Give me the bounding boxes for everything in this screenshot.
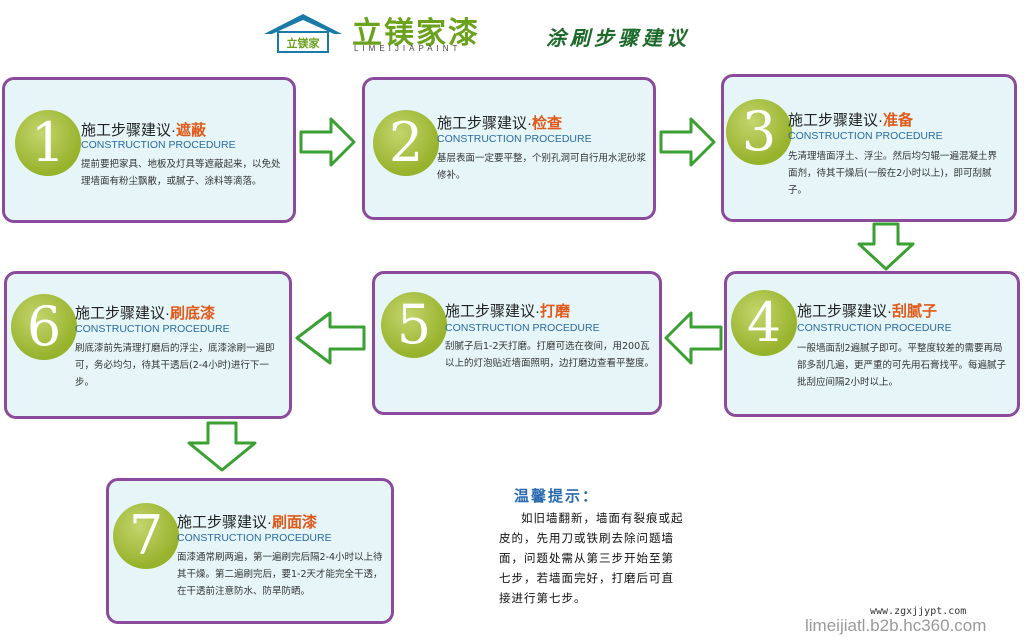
step-card-2: 2 施工步骤建议·检查 CONSTRUCTION PROCEDURE 基层表面一… <box>362 77 656 220</box>
step-card-5: 5 施工步骤建议·打磨 CONSTRUCTION PROCEDURE 刮腻子后1… <box>372 271 662 415</box>
step-subtitle-3: CONSTRUCTION PROCEDURE <box>788 130 943 142</box>
tips-title: 温馨提示： <box>514 487 600 505</box>
step-title-2: 施工步骤建议·检查 <box>437 112 562 133</box>
step-number-6: 6 <box>11 294 77 360</box>
step-title-1: 施工步骤建议·遮蔽 <box>81 119 206 140</box>
brand-name-en: LIMEIJIAPAINT <box>354 44 462 53</box>
step-title-3: 施工步骤建议·准备 <box>788 109 913 130</box>
step-title-6: 施工步骤建议·刷底漆 <box>75 302 215 323</box>
step-subtitle-6: CONSTRUCTION PROCEDURE <box>75 323 230 335</box>
step-title-highlight: 遮蔽 <box>176 122 207 139</box>
step-subtitle-4: CONSTRUCTION PROCEDURE <box>797 322 952 334</box>
step-title-prefix: 施工步骤建议· <box>177 514 272 531</box>
step-title-5: 施工步骤建议·打磨 <box>445 300 570 321</box>
site-url: www.zgxjjypt.com <box>870 606 967 617</box>
step-title-highlight: 打磨 <box>540 303 571 320</box>
step-title-prefix: 施工步骤建议· <box>81 122 176 139</box>
step-title-highlight: 刮腻子 <box>892 303 938 320</box>
step-title-highlight: 准备 <box>883 112 914 129</box>
step-body-7: 面漆通常刷两遍，第一遍刷完后隔2-4小时以上待其干燥。第二遍刷完后，要1-2天才… <box>177 552 383 597</box>
step-card-4: 4 施工步骤建议·刮腻子 CONSTRUCTION PROCEDURE 一般墙面… <box>724 271 1020 417</box>
step-body-6: 刷底漆前先清理打磨后的浮尘，底漆涂刷一遍即可，务必均匀，待其干透后(2-4小时)… <box>75 343 275 388</box>
brand-name: 立镁家漆 <box>352 16 480 51</box>
step-subtitle-7: CONSTRUCTION PROCEDURE <box>177 532 332 544</box>
step-subtitle-1: CONSTRUCTION PROCEDURE <box>81 139 236 151</box>
arrow-right-icon <box>299 117 356 167</box>
step-title-highlight: 刷面漆 <box>272 514 318 531</box>
house-logo-icon: 立镁家 <box>264 14 342 53</box>
step-title-prefix: 施工步骤建议· <box>445 303 540 320</box>
step-number-7: 7 <box>113 503 179 569</box>
step-body-1: 提前要把家具、地板及灯具等遮蔽起来，以免处理墙面有粉尘飘散，或腻子、涂料等滴落。 <box>81 159 281 187</box>
step-title-prefix: 施工步骤建议· <box>75 305 170 322</box>
step-body-5: 刮腻子后1-2天打磨。打磨可选在夜间，用200瓦以上的灯泡贴近墙面照明，边打磨边… <box>445 341 655 369</box>
tips-body-text: 如旧墙翻新，墙面有裂痕或起皮的，先用刀或铁刷去除问题墙面，问题处需从第三步开始至… <box>499 511 684 605</box>
step-number-4: 4 <box>731 290 797 356</box>
logo-mark: 立镁家 <box>287 36 321 50</box>
step-number-5: 5 <box>381 292 447 358</box>
step-number-3: 3 <box>726 99 792 165</box>
step-number-1: 1 <box>15 110 81 176</box>
step-body-3: 先清理墙面浮土、浮尘。然后均匀辊一遍混凝土界面剂，待其干燥后(一般在2小时以上)… <box>788 151 998 196</box>
tips-body: 如旧墙翻新，墙面有裂痕或起皮的，先用刀或铁刷去除问题墙面，问题处需从第三步开始至… <box>499 508 685 608</box>
step-body-4: 一般墙面刮2遍腻子即可。平整度较差的需要再局部多刮几遍，更严重的可先用石膏找平。… <box>797 343 1007 388</box>
watermark: limeijiatl.b2b.hc360.com <box>805 616 987 635</box>
step-body-2: 基层表面一定要平整，个别孔洞可自行用水泥砂浆修补。 <box>437 153 647 181</box>
step-title-prefix: 施工步骤建议· <box>437 115 532 132</box>
step-title-4: 施工步骤建议·刮腻子 <box>797 300 937 321</box>
header: 立镁家 立镁家漆 LIMEIJIAPAINT 涂刷步骤建议 <box>262 8 732 58</box>
step-subtitle-5: CONSTRUCTION PROCEDURE <box>445 322 600 334</box>
step-title-7: 施工步骤建议·刷面漆 <box>177 511 317 532</box>
step-title-highlight: 刷底漆 <box>170 305 216 322</box>
step-number-2: 2 <box>373 110 439 176</box>
step-title-prefix: 施工步骤建议· <box>797 303 892 320</box>
step-card-7: 7 施工步骤建议·刷面漆 CONSTRUCTION PROCEDURE 面漆通常… <box>106 478 394 624</box>
arrow-right-icon <box>659 117 716 167</box>
arrow-down-icon <box>187 421 257 472</box>
page-title: 涂刷步骤建议 <box>546 26 690 50</box>
step-card-6: 6 施工步骤建议·刷底漆 CONSTRUCTION PROCEDURE 刷底漆前… <box>4 271 292 419</box>
arrow-left-icon <box>295 311 366 365</box>
arrow-down-icon <box>857 222 915 271</box>
step-card-3: 3 施工步骤建议·准备 CONSTRUCTION PROCEDURE 先清理墙面… <box>721 74 1017 222</box>
step-title-prefix: 施工步骤建议· <box>788 112 883 129</box>
arrow-left-icon <box>664 311 723 365</box>
step-subtitle-2: CONSTRUCTION PROCEDURE <box>437 133 592 145</box>
step-title-highlight: 检查 <box>532 115 563 132</box>
step-card-1: 1 施工步骤建议·遮蔽 CONSTRUCTION PROCEDURE 提前要把家… <box>2 77 296 223</box>
